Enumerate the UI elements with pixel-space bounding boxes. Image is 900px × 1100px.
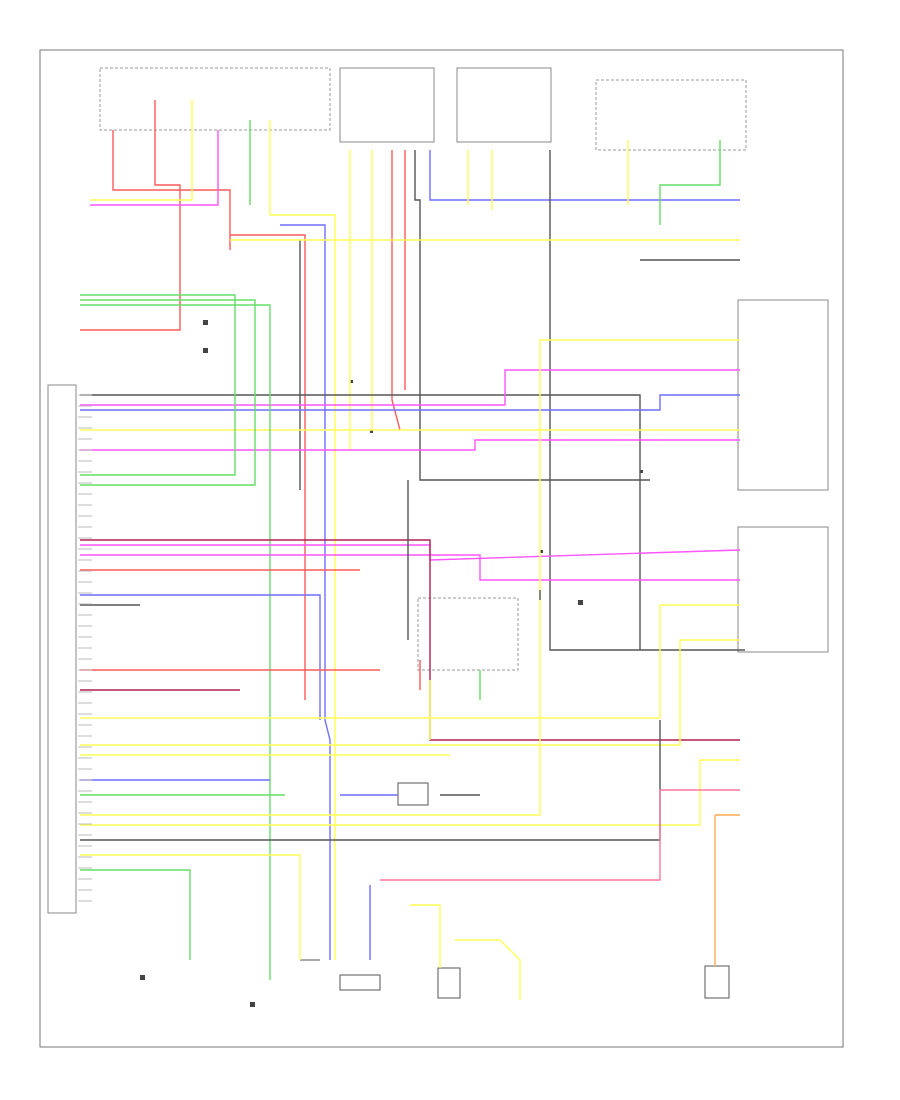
blue-wire	[80, 594, 321, 720]
yellow-wire	[80, 604, 740, 719]
key-switch-box	[595, 79, 747, 151]
blue-wire	[429, 150, 740, 201]
ground-symbols	[140, 320, 643, 1007]
yellow-wire	[80, 639, 740, 746]
pink-wire	[380, 789, 740, 881]
magenta-wire	[80, 544, 741, 561]
magenta-wire	[80, 369, 740, 406]
red-wire	[80, 100, 181, 331]
blue-wire	[280, 224, 331, 960]
trunk-lock-component	[437, 967, 461, 999]
magenta-wire	[80, 439, 740, 451]
yellow-wire	[80, 759, 740, 826]
grey-wire	[549, 150, 745, 651]
right-door-lock-box	[737, 526, 829, 653]
magenta-wire	[90, 130, 219, 206]
green-wire	[659, 140, 721, 225]
green-wire	[80, 869, 191, 960]
wire-layer	[80, 100, 745, 1000]
yellow-wire	[410, 904, 441, 968]
sound-module-component	[300, 959, 381, 991]
yellow-wire	[90, 100, 193, 201]
right-front-door-switch-box	[456, 67, 552, 143]
yellow-wire	[455, 939, 521, 1000]
green-wire	[80, 299, 256, 486]
green-wire	[80, 294, 236, 476]
fuse-box-left	[99, 67, 331, 131]
left-front-door-switch-box	[339, 67, 435, 143]
grey-wire	[80, 394, 641, 650]
magenta-wire	[80, 554, 740, 581]
red-wire	[112, 130, 231, 250]
fuel-door-component	[397, 782, 429, 806]
diagram-frame	[39, 49, 844, 1048]
driver-door-lock-box	[737, 299, 829, 491]
orange-wire	[714, 814, 740, 966]
control-unit-box	[47, 384, 77, 914]
yellow-wire	[80, 339, 740, 816]
yellow-wire	[269, 120, 336, 960]
green-wire	[80, 304, 271, 980]
yellow-wire	[80, 854, 301, 960]
relay-box	[417, 597, 519, 671]
connector-ticks	[78, 394, 92, 902]
trunk-bottom-component	[704, 965, 730, 999]
red-wire	[391, 150, 401, 431]
blue-wire	[80, 394, 740, 411]
grey-wire	[414, 150, 650, 481]
